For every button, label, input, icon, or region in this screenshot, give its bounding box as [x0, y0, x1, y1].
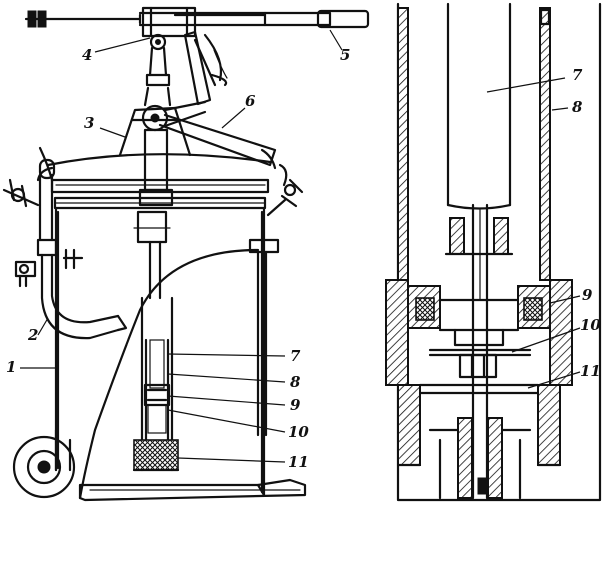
label-left-4: 4 — [82, 46, 92, 64]
label-left-3: 3 — [84, 114, 94, 132]
delivery-hose — [14, 248, 128, 340]
label-left-2: 2 — [27, 326, 38, 344]
lower-valve-housing — [385, 279, 573, 500]
cart-wheel-base — [12, 428, 307, 502]
label-left-9: 9 — [290, 396, 301, 414]
packing-seal — [407, 285, 551, 347]
valve-fittings — [2, 158, 304, 257]
label-right-11: 11 — [580, 362, 601, 380]
leader-lines-left — [20, 29, 343, 463]
valve-nut — [428, 348, 532, 379]
label-left-7: 7 — [290, 347, 301, 365]
label-right-10: 10 — [580, 316, 601, 334]
label-left-5: 5 — [340, 46, 350, 64]
leader-lines-right — [486, 77, 581, 389]
label-left-6: 6 — [245, 92, 256, 110]
label-right-7: 7 — [572, 66, 583, 84]
pump-assembly-view: 1 2 3 4 5 6 7 8 9 10 11 — [2, 6, 370, 502]
label-left-10: 10 — [288, 423, 309, 441]
pump-linkage — [141, 30, 277, 167]
label-right-9: 9 — [582, 286, 593, 304]
label-left-11: 11 — [288, 453, 309, 471]
label-right-8: 8 — [572, 98, 583, 116]
pump-head-bracket — [118, 106, 192, 207]
pump-handle-lever — [24, 6, 370, 38]
pump-section-view: 7 8 9 10 11 — [385, 2, 601, 502]
guide-sleeves — [444, 217, 514, 256]
pump-cylinder-inner — [132, 296, 180, 472]
level-gauge-rod — [248, 238, 280, 437]
label-left-1: 1 — [6, 358, 16, 376]
label-left-8: 8 — [290, 373, 301, 391]
